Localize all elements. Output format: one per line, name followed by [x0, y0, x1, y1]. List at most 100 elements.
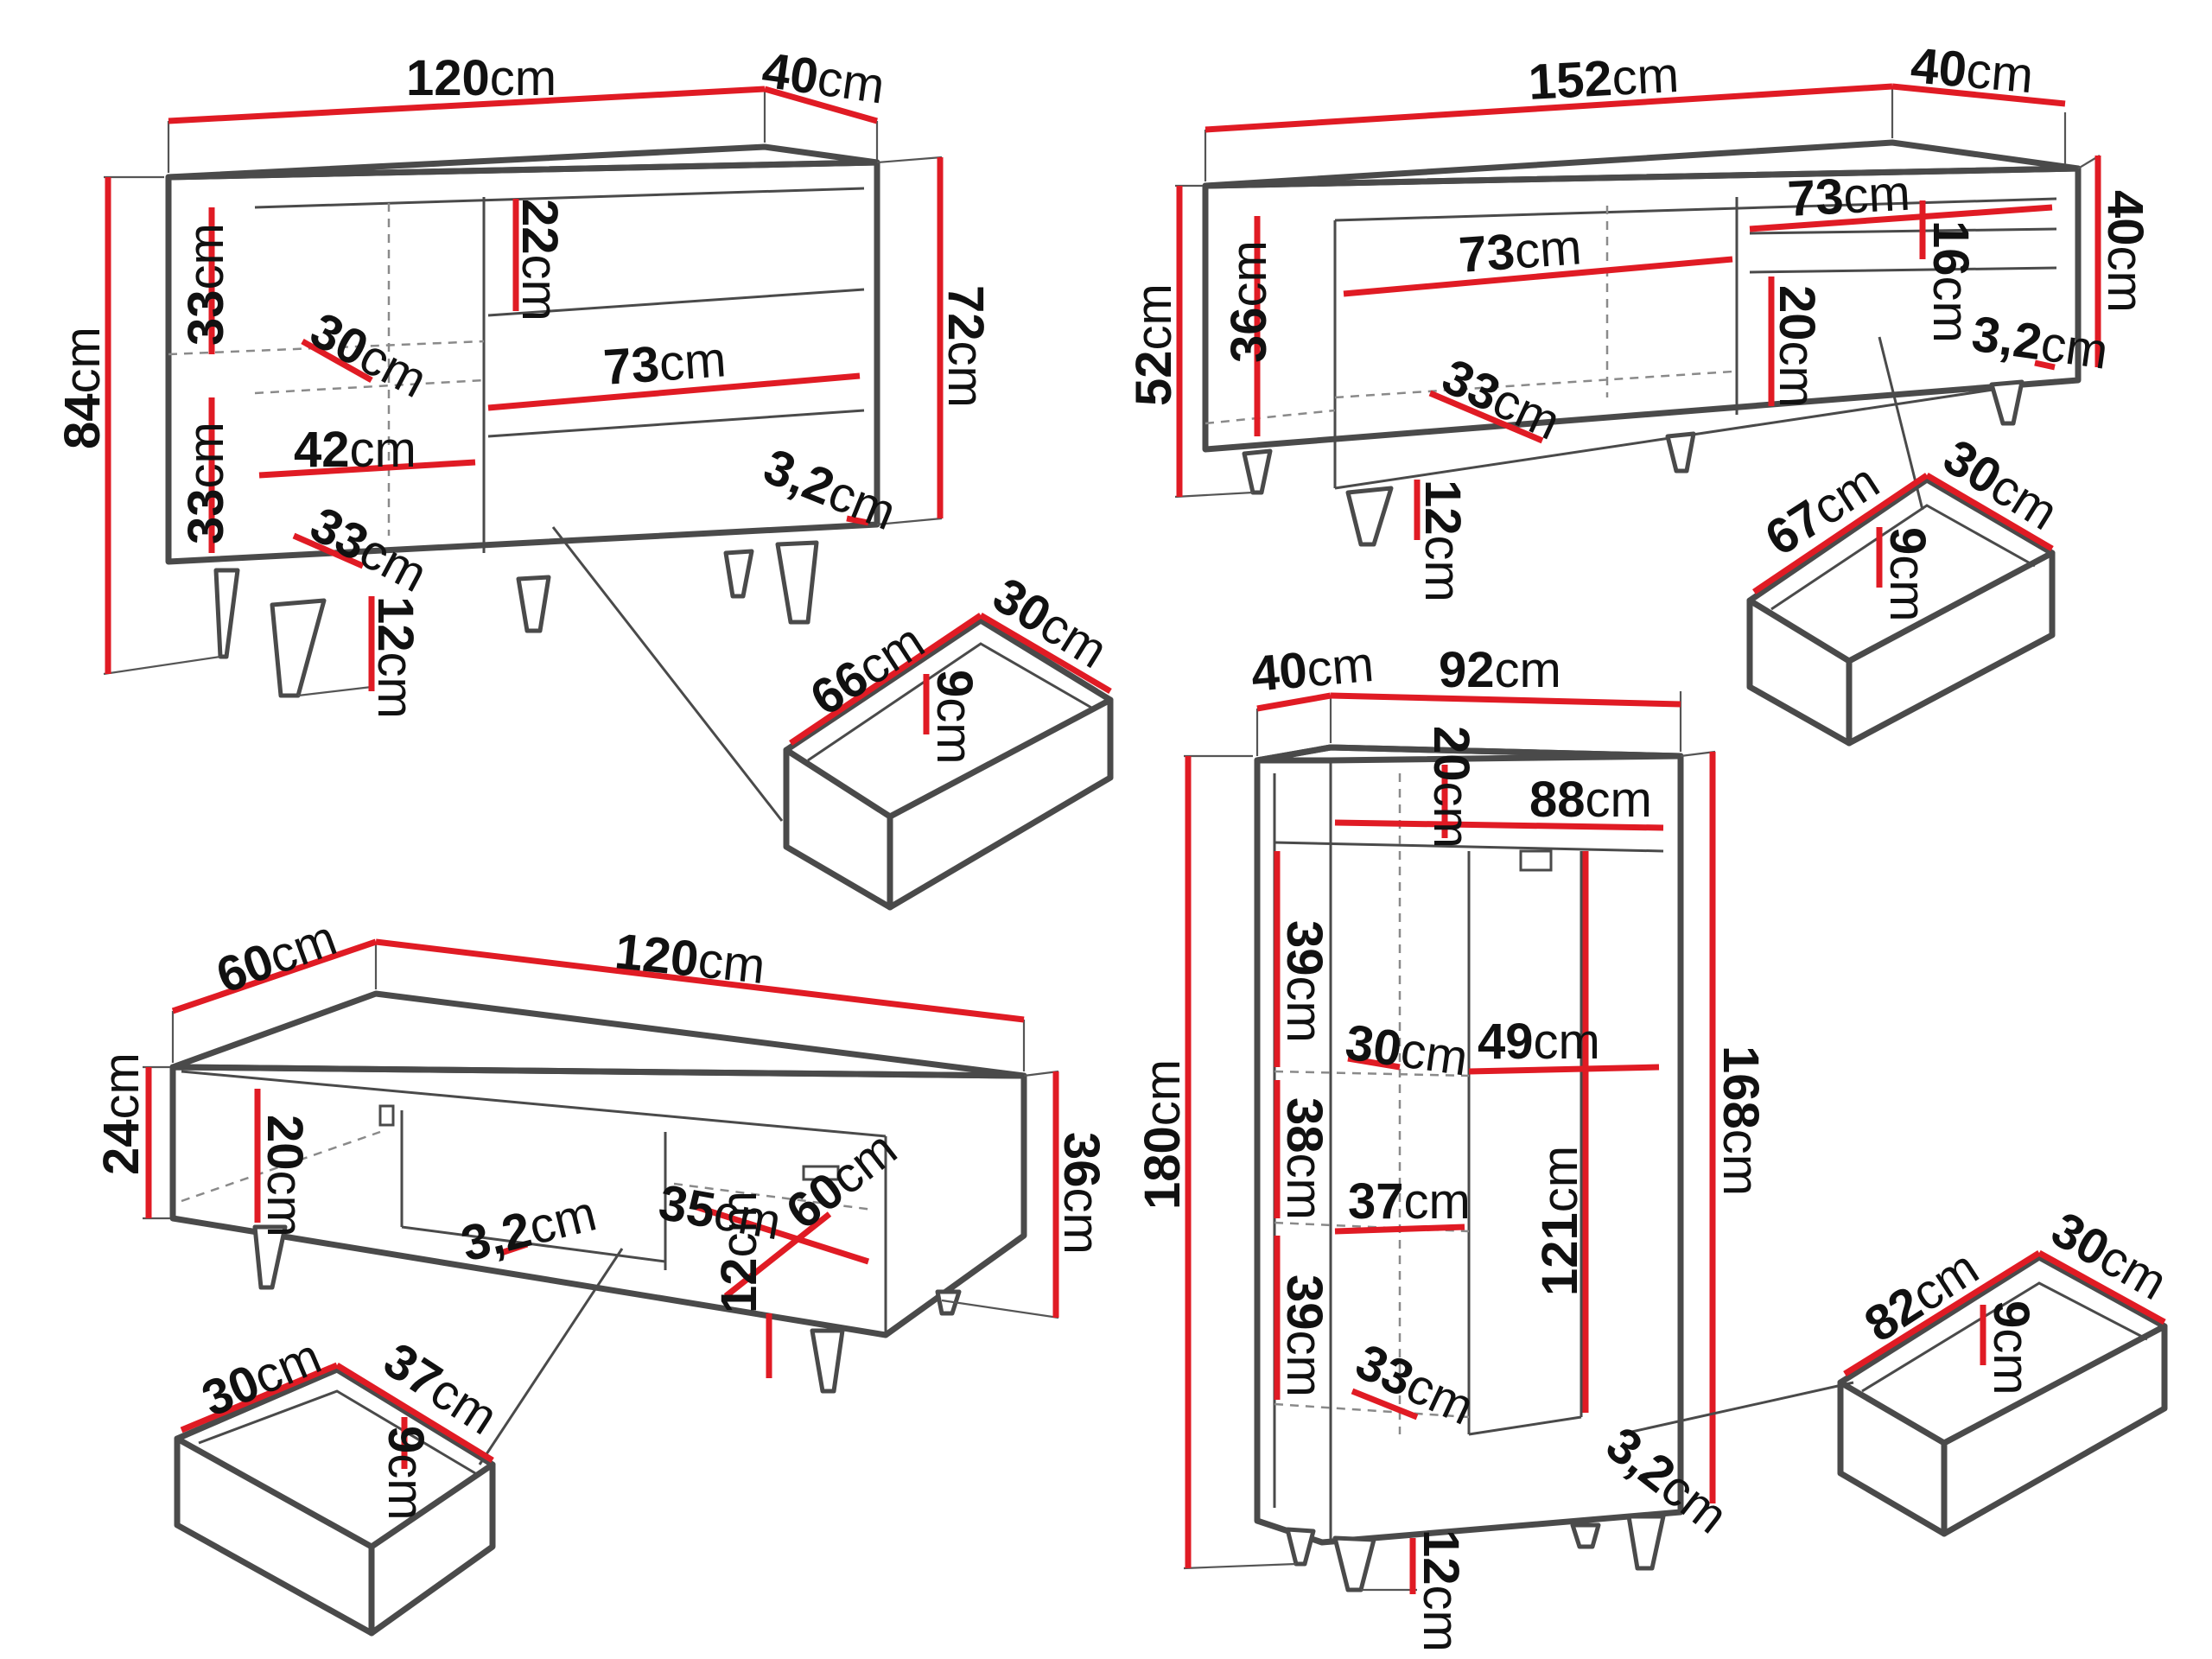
svg-text:120cm: 120cm: [406, 50, 556, 106]
svg-text:60cm: 60cm: [776, 1121, 907, 1241]
tv-inner-h-label: 36: [1221, 307, 1277, 363]
sb-drawer-w-label: 73: [601, 336, 661, 396]
svg-text:22cm: 22cm: [512, 199, 568, 321]
svg-text:42cm: 42cm: [294, 422, 416, 478]
svg-text:84cm: 84cm: [54, 327, 111, 449]
sb-leg-label: 12: [367, 596, 423, 652]
coffee-table: [143, 938, 1059, 1465]
svg-text:36cm: 36cm: [1221, 240, 1277, 363]
sb-inner-width-label: 42: [294, 422, 350, 478]
svg-text:12cm: 12cm: [367, 596, 423, 719]
tv-leg-label: 12: [1414, 480, 1471, 536]
sb-width-label: 120: [406, 50, 490, 106]
coffee-table-drawer: [174, 1362, 496, 1637]
ct-height-label: 36: [1053, 1132, 1109, 1188]
sb-drawer-h-label: 22: [512, 199, 568, 255]
svg-text:168cm: 168cm: [1713, 1046, 1769, 1196]
sb-shelf-top-label: 33: [178, 289, 234, 346]
svg-text:12cm: 12cm: [711, 1191, 767, 1313]
sb-depth-label: 40: [759, 42, 822, 105]
svg-text:12cm: 12cm: [1413, 1529, 1469, 1652]
svg-text:40cm: 40cm: [759, 42, 888, 115]
tv-depth-side-label: 40: [2097, 190, 2153, 246]
svg-text:33cm: 33cm: [178, 422, 234, 544]
svg-text:152cm: 152cm: [1527, 47, 1680, 111]
svg-text:40cm: 40cm: [1909, 37, 2036, 104]
sb-depth-line: [764, 86, 878, 124]
wr-height-label: 180: [1135, 1126, 1191, 1210]
wr-shelf-d-label: 30: [1342, 1014, 1405, 1077]
svg-text:3,2cm: 3,2cm: [455, 1185, 601, 1272]
wr-width-line: [1330, 692, 1681, 708]
svg-text:92cm: 92cm: [1439, 642, 1561, 698]
svg-text:12cm: 12cm: [1414, 480, 1471, 602]
ct-inner-w-label: 35: [655, 1174, 720, 1239]
svg-text:120cm: 120cm: [613, 923, 768, 995]
svg-text:3,2cm: 3,2cm: [1596, 1416, 1738, 1544]
svg-text:20cm: 20cm: [1423, 726, 1479, 849]
svg-text:73cm: 73cm: [1457, 219, 1583, 283]
svg-text:24cm: 24cm: [93, 1052, 149, 1175]
tv-drawer-w-label: 73: [1786, 168, 1845, 227]
tv-inner-h2-label: 20: [1769, 285, 1825, 341]
svg-text:33cm: 33cm: [1348, 1333, 1483, 1436]
wr-inner-w-label: 88: [1529, 772, 1586, 828]
svg-text:66cm: 66cm: [801, 613, 934, 727]
ct-front-label: 3,2: [455, 1201, 537, 1273]
sb-body-label: 72: [938, 285, 994, 341]
sb-dr-height-label: 9: [926, 670, 982, 697]
svg-text:73cm: 73cm: [601, 331, 728, 396]
svg-text:30cm: 30cm: [1342, 1014, 1471, 1087]
tv-drawer-h-label: 16: [1923, 220, 1979, 276]
svg-text:30cm: 30cm: [302, 302, 436, 409]
svg-text:37cm: 37cm: [1348, 1173, 1471, 1230]
svg-text:20cm: 20cm: [257, 1115, 313, 1237]
svg-text:73cm: 73cm: [1786, 165, 1911, 227]
wr-dr-height-label: 9: [1983, 1300, 2039, 1328]
svg-text:35cm: 35cm: [655, 1174, 785, 1251]
wr-depth-line: [1256, 692, 1332, 712]
svg-text:9cm: 9cm: [926, 670, 982, 765]
svg-text:3,2cm: 3,2cm: [1968, 306, 2111, 380]
tv-dr-height-label: 9: [1879, 527, 1936, 555]
tv-height-label: 52: [1126, 350, 1182, 406]
sideboard-drawer: [783, 612, 1114, 911]
sb-height-label: 84: [54, 393, 111, 449]
tv-depth-line: [1891, 83, 2066, 107]
wr-depth-label: 40: [1249, 642, 1309, 702]
tv-stand: [1174, 83, 2101, 547]
svg-text:20cm: 20cm: [1769, 285, 1825, 408]
svg-text:39cm: 39cm: [1276, 920, 1332, 1043]
svg-text:39cm: 39cm: [1276, 1274, 1332, 1397]
svg-text:88cm: 88cm: [1529, 772, 1652, 828]
ct-top-h-label: 24: [93, 1119, 149, 1175]
wr-top-h-label: 20: [1423, 726, 1479, 782]
svg-text:33cm: 33cm: [1434, 348, 1569, 451]
wr-hang-w-label: 49: [1478, 1014, 1534, 1070]
svg-text:40cm: 40cm: [1249, 636, 1376, 702]
tv-shelf-w-label: 73: [1457, 224, 1516, 283]
svg-text:72cm: 72cm: [938, 285, 994, 408]
tv-front-label: 3,2: [1968, 306, 2045, 372]
wr-shelf-w-label: 37: [1348, 1173, 1404, 1230]
svg-text:49cm: 49cm: [1478, 1014, 1600, 1070]
svg-text:36cm: 36cm: [1053, 1132, 1109, 1255]
wr-width-label: 92: [1439, 642, 1495, 698]
tv-stand-drawer: [1746, 472, 2056, 747]
svg-text:82cm: 82cm: [1855, 1239, 1988, 1353]
wr-body-label: 168: [1713, 1046, 1769, 1129]
ct-depth-line: [171, 938, 378, 1014]
svg-text:121cm: 121cm: [1532, 1146, 1588, 1296]
svg-text:33cm: 33cm: [302, 496, 436, 603]
tv-width-label: 152: [1527, 50, 1613, 111]
tv-width-line: [1205, 83, 1893, 133]
svg-text:52cm: 52cm: [1126, 283, 1182, 406]
svg-text:9cm: 9cm: [1983, 1300, 2039, 1395]
tv-depth-label: 40: [1909, 37, 1969, 98]
svg-text:30cm: 30cm: [194, 1328, 329, 1427]
svg-text:40cm: 40cm: [2097, 190, 2153, 313]
ct-width-label: 120: [613, 923, 702, 988]
svg-text:60cm: 60cm: [209, 910, 344, 1005]
